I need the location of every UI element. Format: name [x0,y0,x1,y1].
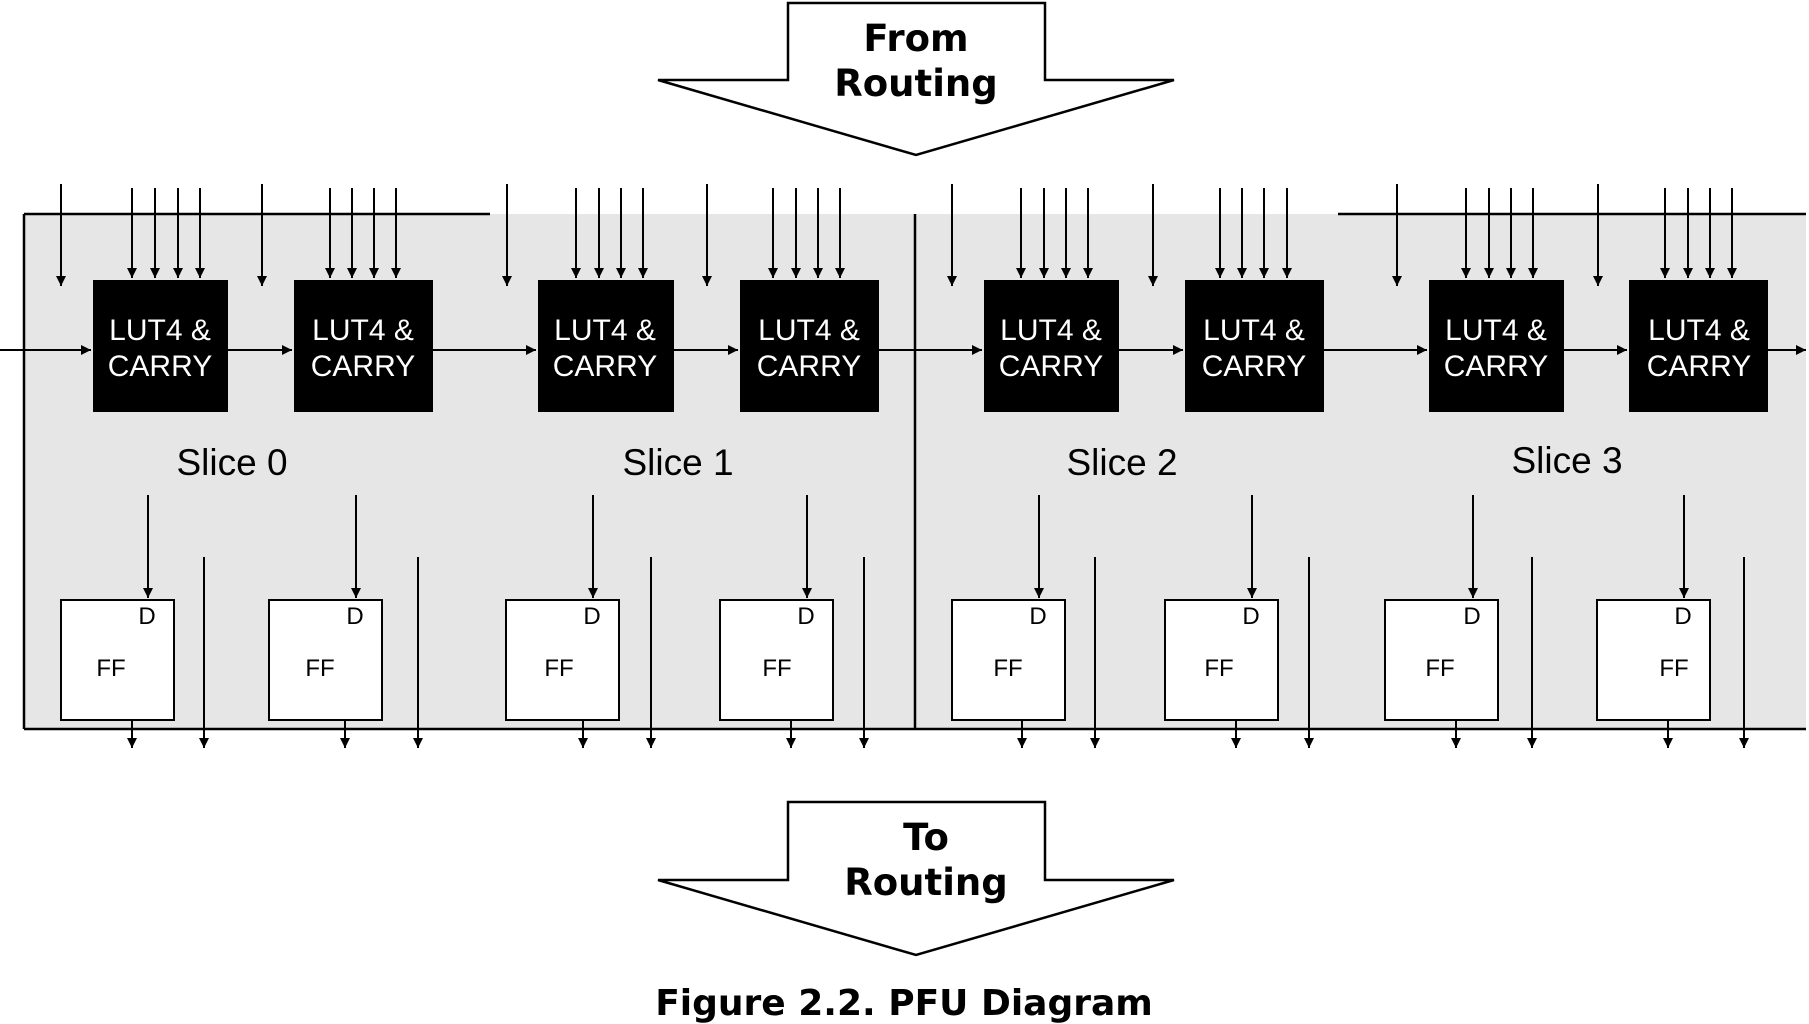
output-arrows [127,557,1749,748]
from-routing-line1: From [863,17,968,60]
lut-block: LUT4 & CARRY [1185,280,1324,412]
ff-d-label: D [1674,603,1691,630]
lut-block: LUT4 & CARRY [984,280,1119,412]
ff-label: FF [305,655,334,682]
ff-label: FF [96,655,125,682]
ff-d-label: D [797,603,814,630]
pfu-panel-border [22,212,1806,731]
lut-label-line1: LUT4 & [109,314,211,347]
flip-flop: D FF [1384,599,1499,721]
lut-label-line2: CARRY [999,350,1103,383]
figure-caption: Figure 2.2. PFU Diagram [655,983,1153,1024]
to-routing-line2: Routing [844,861,1007,904]
lut-label-line1: LUT4 & [758,314,860,347]
lut-input-arrows [56,184,1737,286]
ff-input-arrows [143,495,1689,598]
ff-label: FF [1204,655,1233,682]
lut-block: LUT4 & CARRY [538,280,674,412]
ff-d-label: D [1242,603,1259,630]
ff-label: FF [1425,655,1454,682]
slice-label: Slice 1 [622,442,733,483]
lut-block: LUT4 & CARRY [740,280,879,412]
flip-flop: D FF [60,599,175,721]
lut-label-line1: LUT4 & [554,314,656,347]
flip-flop: D FF [1596,599,1711,721]
lut-label-line1: LUT4 & [1203,314,1305,347]
ff-d-label: D [1029,603,1046,630]
ff-d-label: D [138,603,155,630]
lut-block: LUT4 & CARRY [294,280,433,412]
lut-block: LUT4 & CARRY [93,280,228,412]
ff-label: FF [544,655,573,682]
slice-label: Slice 0 [176,442,287,483]
lut-label-line1: LUT4 & [1000,314,1102,347]
lut-label-line2: CARRY [553,350,657,383]
slice-label: Slice 3 [1511,440,1622,481]
flip-flop: D FF [719,599,834,721]
flip-flop: D FF [268,599,383,721]
ff-d-label: D [1463,603,1480,630]
to-routing-arrow: To Routing [657,800,1175,957]
ff-label: FF [762,655,791,682]
lut-label-line2: CARRY [1444,350,1548,383]
lut-label-line1: LUT4 & [312,314,414,347]
ff-d-label: D [346,603,363,630]
from-routing-arrow: From Routing [657,1,1175,157]
ff-label: FF [993,655,1022,682]
flip-flop: D FF [505,599,620,721]
lut-label-line1: LUT4 & [1648,314,1750,347]
lut-label-line2: CARRY [757,350,861,383]
to-routing-line1: To [903,816,949,859]
from-routing-line2: Routing [834,62,997,105]
lut-label-line1: LUT4 & [1445,314,1547,347]
flip-flop: D FF [951,599,1066,721]
flip-flop: D FF [1164,599,1279,721]
lut-label-line2: CARRY [311,350,415,383]
lut-label-line2: CARRY [1647,350,1751,383]
lut-block: LUT4 & CARRY [1429,280,1564,412]
lut-label-line2: CARRY [108,350,212,383]
ff-label: FF [1659,655,1688,682]
lut-block: LUT4 & CARRY [1629,280,1768,412]
ff-d-label: D [583,603,600,630]
slice-label: Slice 2 [1066,442,1177,483]
lut-label-line2: CARRY [1202,350,1306,383]
